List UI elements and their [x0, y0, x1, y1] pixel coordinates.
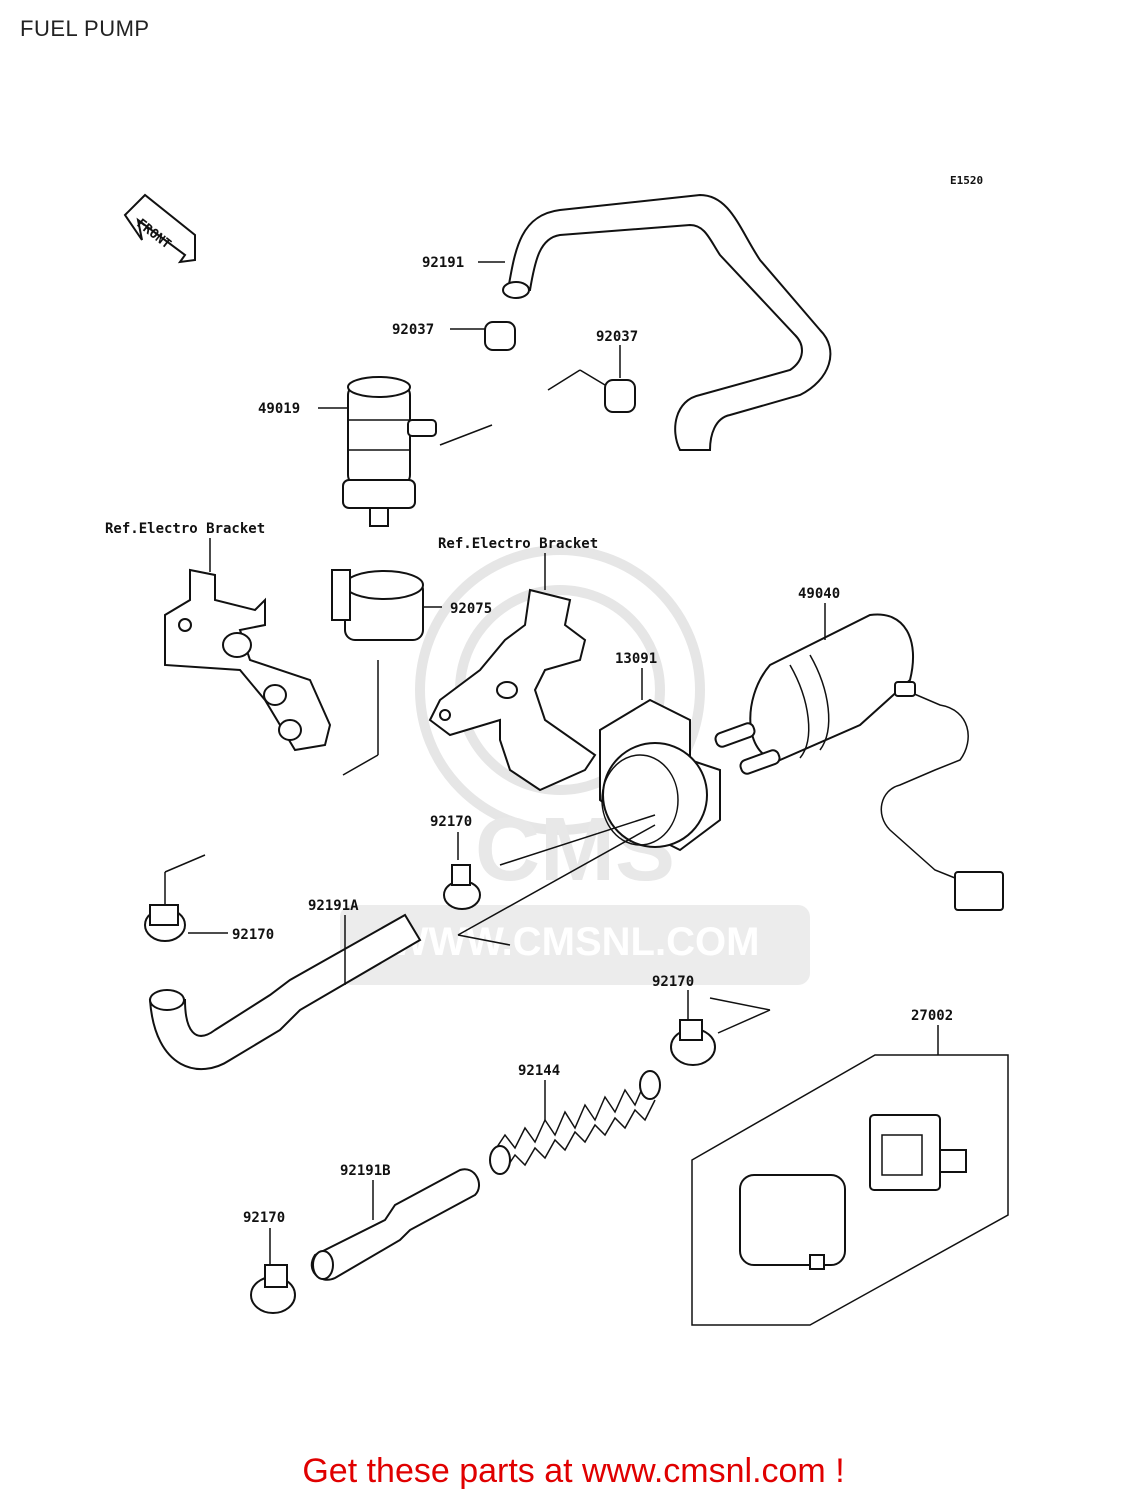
label-ref-electro-bracket-left: Ref.Electro Bracket — [105, 521, 265, 537]
clip-92170-center — [443, 864, 481, 910]
parts-diagram: WWW.CMSNL.COM CMS E1520 FRONT 92191 9203… — [105, 174, 1009, 1326]
label-92170-right: 92170 — [652, 974, 694, 990]
label-ref-electro-bracket-center: Ref.Electro Bracket — [438, 536, 598, 552]
watermark-text: WWW.CMSNL.COM — [391, 920, 760, 964]
hose-92191A — [148, 913, 422, 1071]
kit-27002 — [691, 1054, 1009, 1326]
label-49040: 49040 — [798, 586, 840, 602]
label-92144: 92144 — [518, 1063, 560, 1079]
label-27002: 27002 — [911, 1008, 953, 1024]
clip-92037-right — [604, 379, 636, 413]
diagram-code: E1520 — [950, 174, 983, 187]
hose-92191B — [310, 1168, 480, 1281]
clip-92170-right — [670, 1019, 716, 1066]
label-92191B: 92191B — [340, 1163, 391, 1179]
label-92075: 92075 — [450, 601, 492, 617]
label-49019: 49019 — [258, 401, 300, 417]
fuel-filter-49019 — [342, 376, 437, 527]
label-92170-bottom: 92170 — [243, 1210, 285, 1226]
clip-92170-bottom — [250, 1264, 296, 1314]
label-92191: 92191 — [422, 255, 464, 271]
label-13091: 13091 — [615, 651, 657, 667]
footer-link[interactable]: Get these parts at www.cmsnl.com ! — [302, 1452, 845, 1490]
label-92037-left: 92037 — [392, 322, 434, 338]
bracket-center — [428, 588, 597, 792]
clip-92170-left — [144, 904, 186, 942]
bracket-left — [164, 568, 332, 752]
label-92170-left: 92170 — [232, 927, 274, 943]
fuel-pump-49040 — [714, 613, 1004, 911]
rubber-92075 — [331, 569, 424, 641]
label-92170-center: 92170 — [430, 814, 472, 830]
label-92191A: 92191A — [308, 898, 359, 914]
front-arrow-icon: FRONT — [123, 193, 196, 264]
hose-92191 — [502, 193, 832, 451]
label-92037-right: 92037 — [596, 329, 638, 345]
clip-92037-left — [484, 321, 516, 351]
spring-92144 — [489, 1070, 661, 1175]
page-title: FUEL PUMP — [20, 16, 150, 41]
bracket-13091 — [599, 698, 721, 852]
